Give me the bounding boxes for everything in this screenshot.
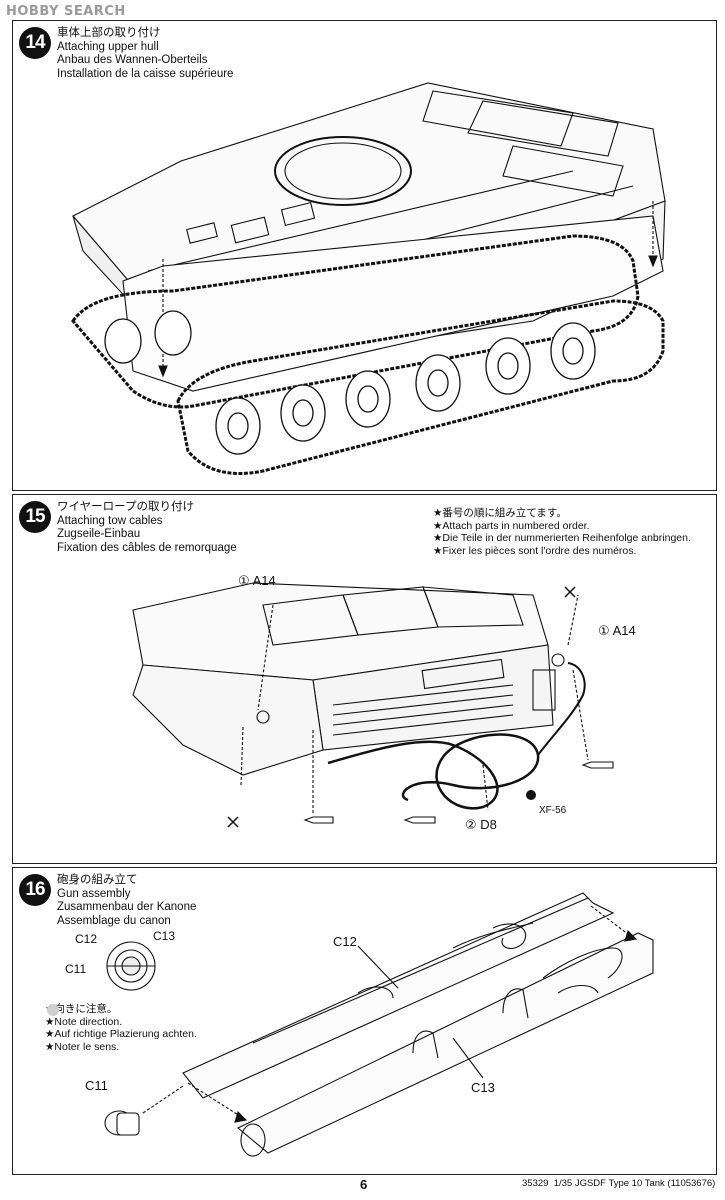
tow-cable-illustration — [132, 582, 614, 828]
upper-hull-illustration — [71, 82, 666, 475]
part-c12: C12 — [333, 934, 357, 949]
step-titles: ワイヤーロープの取り付け Attaching tow cables Zugsei… — [57, 501, 237, 555]
title-en: Gun assembly — [57, 887, 131, 900]
order-note: ★番号の順に組み立てます。 ★Attach parts in numbered … — [433, 507, 691, 557]
step-15-panel: 15 ワイヤーロープの取り付け Attaching tow cables Zug… — [12, 494, 717, 864]
part-c11-small: C11 — [65, 962, 87, 976]
step-14-panel: 14 車体上部の取り付け Attaching upper hull Anbau … — [12, 20, 717, 491]
part-c11: C11 — [85, 1078, 108, 1093]
paint-spot-icon — [526, 790, 536, 800]
title-en: Attaching tow cables — [57, 514, 163, 527]
part-a14-left: ① A14 — [238, 573, 276, 588]
note-en: Note direction. — [54, 1015, 123, 1028]
title-de: Zugseile-Einbau — [57, 528, 141, 540]
watermark-logo: HOBBY SEARCH — [6, 4, 126, 19]
star-icon: ★ — [45, 1015, 55, 1028]
note-jp: 番号の順に組み立てます。 — [442, 507, 567, 519]
step-16-panel: 16 砲身の組み立て Gun assembly Zusammenbau der … — [12, 867, 717, 1175]
title-de: Zusammenbau der Kanone — [57, 901, 197, 913]
part-a14-right: ① A14 — [598, 623, 636, 638]
title-fr: Installation de la caisse supérieure — [57, 67, 234, 80]
footer-code: 35329 1/35 JGSDF Type 10 Tank (11053676) — [522, 1178, 716, 1189]
star-icon: ★ — [433, 544, 443, 557]
step-number: 14 — [19, 27, 51, 59]
step-titles: 砲身の組み立て Gun assembly Zusammenbau der Kan… — [57, 874, 196, 928]
note-fr: Fixer les pièces sont l'ordre des numéro… — [442, 544, 637, 557]
note-de: Die Teile in der nummerierten Reihenfolg… — [442, 532, 691, 544]
star-icon: ★ — [45, 1028, 55, 1040]
title-de: Anbau des Wannen-Oberteils — [57, 54, 208, 66]
step-titles: 車体上部の取り付け Attaching upper hull Anbau des… — [57, 27, 233, 81]
step-number: 16 — [19, 874, 51, 906]
star-icon: ★ — [433, 532, 443, 544]
step-number: 15 — [19, 501, 51, 533]
title-jp: 砲身の組み立て — [57, 874, 138, 886]
title-fr: Assemblage du canon — [57, 914, 171, 927]
star-icon: ★ — [433, 507, 443, 519]
part-c12-small: C12 — [75, 932, 98, 946]
title-jp: 車体上部の取り付け — [57, 27, 161, 39]
part-c13: C13 — [471, 1080, 495, 1095]
gun-barrel-illustration — [47, 892, 654, 1157]
part-d8: ② D8 — [465, 817, 497, 832]
paint-code-xf56: XF-56 — [539, 805, 567, 816]
title-fr: Fixation des câbles de remorquage — [57, 541, 237, 554]
note-jp: 向きに注意。 — [54, 1003, 118, 1015]
title-en: Attaching upper hull — [57, 40, 159, 53]
note-en: Attach parts in numbered order. — [442, 519, 590, 532]
note-de: Auf richtige Plazierung achten. — [54, 1028, 197, 1040]
part-c13-small: C13 — [153, 929, 176, 943]
star-icon: ★ — [45, 1040, 55, 1053]
page-number: 6 — [360, 1177, 368, 1192]
title-jp: ワイヤーロープの取り付け — [57, 501, 194, 513]
note-fr: Noter le sens. — [54, 1040, 120, 1053]
star-icon: ★ — [433, 519, 443, 532]
